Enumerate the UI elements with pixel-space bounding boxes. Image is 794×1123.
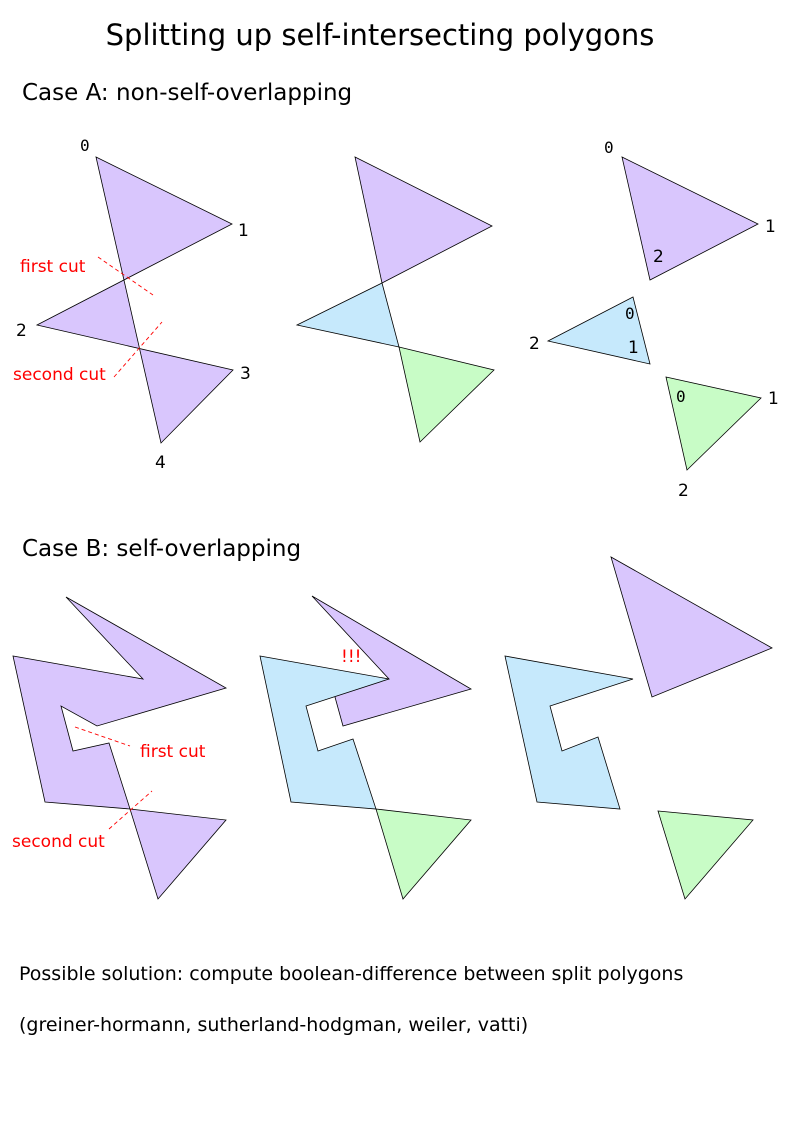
case-a-vertex-3: 3 — [240, 364, 251, 384]
case-a-piece-middle-label-1: 1 — [628, 338, 639, 358]
case-b-first-cut-label: first cut — [140, 742, 206, 762]
case-a-piece-top-label-0: 0 — [604, 138, 614, 157]
case-b-original-shape — [12, 596, 228, 900]
case-b-split-green — [375, 808, 472, 900]
case-a-second-cut-label: second cut — [13, 365, 106, 385]
case-a-split-bottom — [398, 346, 495, 443]
case-b-colored-split: !!! — [259, 595, 473, 900]
case-b-piece-blue — [504, 655, 634, 810]
case-b-split-purple — [311, 595, 473, 727]
page-title: Splitting up self-intersecting polygons — [105, 18, 655, 52]
case-a-piece-bottom-label-1: 1 — [768, 389, 779, 409]
case-a-vertex-4: 4 — [155, 453, 166, 473]
case-a-separated-pieces: 0 1 2 0 1 2 0 1 2 — [529, 138, 779, 501]
case-a-split-middle — [295, 282, 400, 348]
case-a-piece-middle — [546, 296, 651, 365]
case-a-piece-top — [621, 156, 759, 281]
case-b-original-polygon: first cut second cut — [12, 596, 228, 900]
case-a-first-cut-label: first cut — [20, 257, 86, 277]
case-b-warning-mark: !!! — [341, 647, 361, 667]
case-b-separated-pieces — [504, 556, 773, 900]
solution-line-1: Possible solution: compute boolean-diffe… — [19, 963, 684, 985]
case-b-second-cut-line — [108, 790, 153, 830]
case-b-second-cut-label: second cut — [12, 832, 105, 852]
solution-line-2: (greiner-hormann, sutherland-hodgman, we… — [19, 1014, 529, 1036]
case-b-heading: Case B: self-overlapping — [22, 536, 302, 562]
case-a-vertex-0: 0 — [80, 136, 90, 155]
case-a-original-polygon: 0 1 2 3 4 first cut second cut — [13, 136, 251, 473]
case-a-piece-middle-label-0: 0 — [625, 304, 635, 323]
case-a-piece-top-label-1: 1 — [765, 217, 776, 237]
case-a-vertex-1: 1 — [238, 221, 249, 241]
case-a-colored-split — [295, 156, 495, 443]
case-a-piece-bottom-label-2: 2 — [678, 481, 689, 501]
case-a-split-top — [354, 156, 493, 284]
case-a-original-shape — [35, 156, 234, 444]
case-b-first-cut-line — [74, 726, 131, 747]
case-a-heading: Case A: non-self-overlapping — [22, 80, 353, 106]
case-a-piece-bottom-label-0: 0 — [676, 387, 686, 406]
case-b-split-blue — [259, 655, 390, 810]
case-a-vertex-2: 2 — [16, 321, 27, 341]
case-a-second-cut-line — [113, 321, 163, 378]
case-b-piece-green — [657, 810, 754, 900]
case-b-piece-purple — [610, 556, 773, 698]
case-a-piece-middle-label-2: 2 — [529, 334, 540, 354]
case-a-piece-bottom — [665, 376, 762, 471]
case-a-piece-top-label-2: 2 — [653, 247, 664, 267]
